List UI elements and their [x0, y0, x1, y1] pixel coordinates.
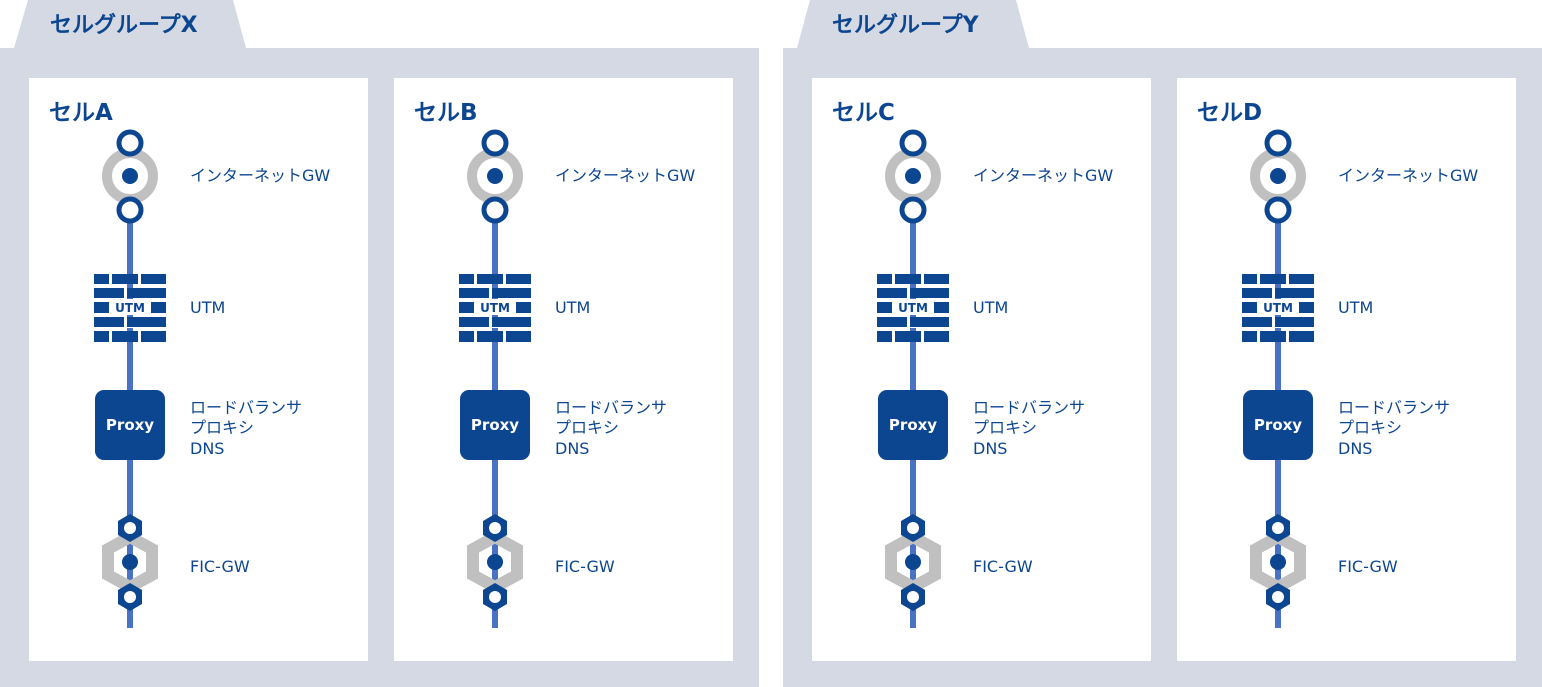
utm-icon-label: UTM [480, 301, 510, 315]
hexagon-gateway-icon [467, 514, 523, 611]
proxy-label-proxy: プロキシ [190, 418, 255, 437]
proxy-icon-label: Proxy [105, 416, 155, 434]
network-stack: UTM Proxy [868, 128, 958, 628]
fic-gateway-label: FIC-GW [1338, 557, 1398, 576]
proxy-label-lb: ロードバランサ [555, 398, 668, 417]
group-tab-shape [797, 0, 1029, 48]
cell-d: セルD UTM Proxy [1177, 78, 1516, 661]
connector-line [1275, 203, 1281, 318]
connector-line [127, 328, 133, 628]
network-stack: UTM Proxy [85, 128, 175, 628]
cell-title: セルD [1197, 100, 1263, 126]
connector-line [910, 328, 916, 628]
proxy-label-lb: ロードバランサ [190, 398, 303, 417]
internet-gateway-label: インターネットGW [190, 166, 331, 185]
proxy-label-proxy: プロキシ [1338, 418, 1403, 437]
utm-icon-label: UTM [898, 301, 928, 315]
cell-c: セルC UTM Proxy [812, 78, 1151, 661]
proxy-label-dns: DNS [1338, 439, 1373, 458]
internet-gateway-icon [1250, 129, 1306, 224]
proxy-icon-label: Proxy [470, 416, 520, 434]
utm-icon-label: UTM [1263, 301, 1293, 315]
internet-gateway-label: インターネットGW [1338, 166, 1479, 185]
hexagon-gateway-icon [102, 514, 158, 611]
connector-line [1275, 328, 1281, 628]
proxy-icon-label: Proxy [1253, 416, 1303, 434]
cell-a: セルA UTM Proxy [29, 78, 368, 661]
fic-gateway-label: FIC-GW [555, 557, 615, 576]
fic-gateway-label: FIC-GW [973, 557, 1033, 576]
proxy-label-dns: DNS [973, 439, 1008, 458]
connector-line [910, 203, 916, 318]
group-title: セルグループY [832, 13, 979, 38]
group-title: セルグループX [50, 13, 198, 38]
proxy-box-icon: Proxy [95, 390, 165, 460]
cell-group-x: セルA UTM Proxy [0, 48, 759, 687]
proxy-icon-label: Proxy [888, 416, 938, 434]
utm-label: UTM [1338, 298, 1374, 317]
proxy-label-proxy: プロキシ [555, 418, 620, 437]
hexagon-gateway-icon [1250, 514, 1306, 611]
connector-line [127, 203, 133, 318]
connector-line [492, 328, 498, 628]
proxy-box-icon: Proxy [878, 390, 948, 460]
internet-gateway-label: インターネットGW [973, 166, 1114, 185]
internet-gateway-icon [467, 129, 523, 224]
utm-label: UTM [555, 298, 591, 317]
cell-title: セルA [49, 100, 113, 126]
fic-gateway-label: FIC-GW [190, 557, 250, 576]
proxy-label-dns: DNS [555, 439, 590, 458]
utm-icon-label: UTM [115, 301, 145, 315]
proxy-box-icon: Proxy [1243, 390, 1313, 460]
network-stack: UTM Proxy [450, 128, 540, 628]
internet-gateway-icon [885, 129, 941, 224]
cell-title: セルB [414, 100, 478, 126]
connector-line [492, 203, 498, 318]
proxy-label-dns: DNS [190, 439, 225, 458]
utm-label: UTM [973, 298, 1009, 317]
cell-b: セルB UTM Proxy [394, 78, 733, 661]
network-stack: UTM Proxy [1233, 128, 1323, 628]
firewall-brick-icon: UTM [459, 274, 531, 342]
proxy-box-icon: Proxy [460, 390, 530, 460]
group-tab-shape [14, 0, 246, 48]
cell-title: セルC [832, 100, 895, 126]
cell-group-y: セルC UTM Proxy [783, 48, 1542, 687]
hexagon-gateway-icon [885, 514, 941, 611]
firewall-brick-icon: UTM [94, 274, 166, 342]
internet-gateway-icon [102, 129, 158, 224]
firewall-brick-icon: UTM [877, 274, 949, 342]
proxy-label-lb: ロードバランサ [973, 398, 1086, 417]
internet-gateway-label: インターネットGW [555, 166, 696, 185]
firewall-brick-icon: UTM [1242, 274, 1314, 342]
proxy-label-lb: ロードバランサ [1338, 398, 1451, 417]
utm-label: UTM [190, 298, 226, 317]
proxy-label-proxy: プロキシ [973, 418, 1038, 437]
